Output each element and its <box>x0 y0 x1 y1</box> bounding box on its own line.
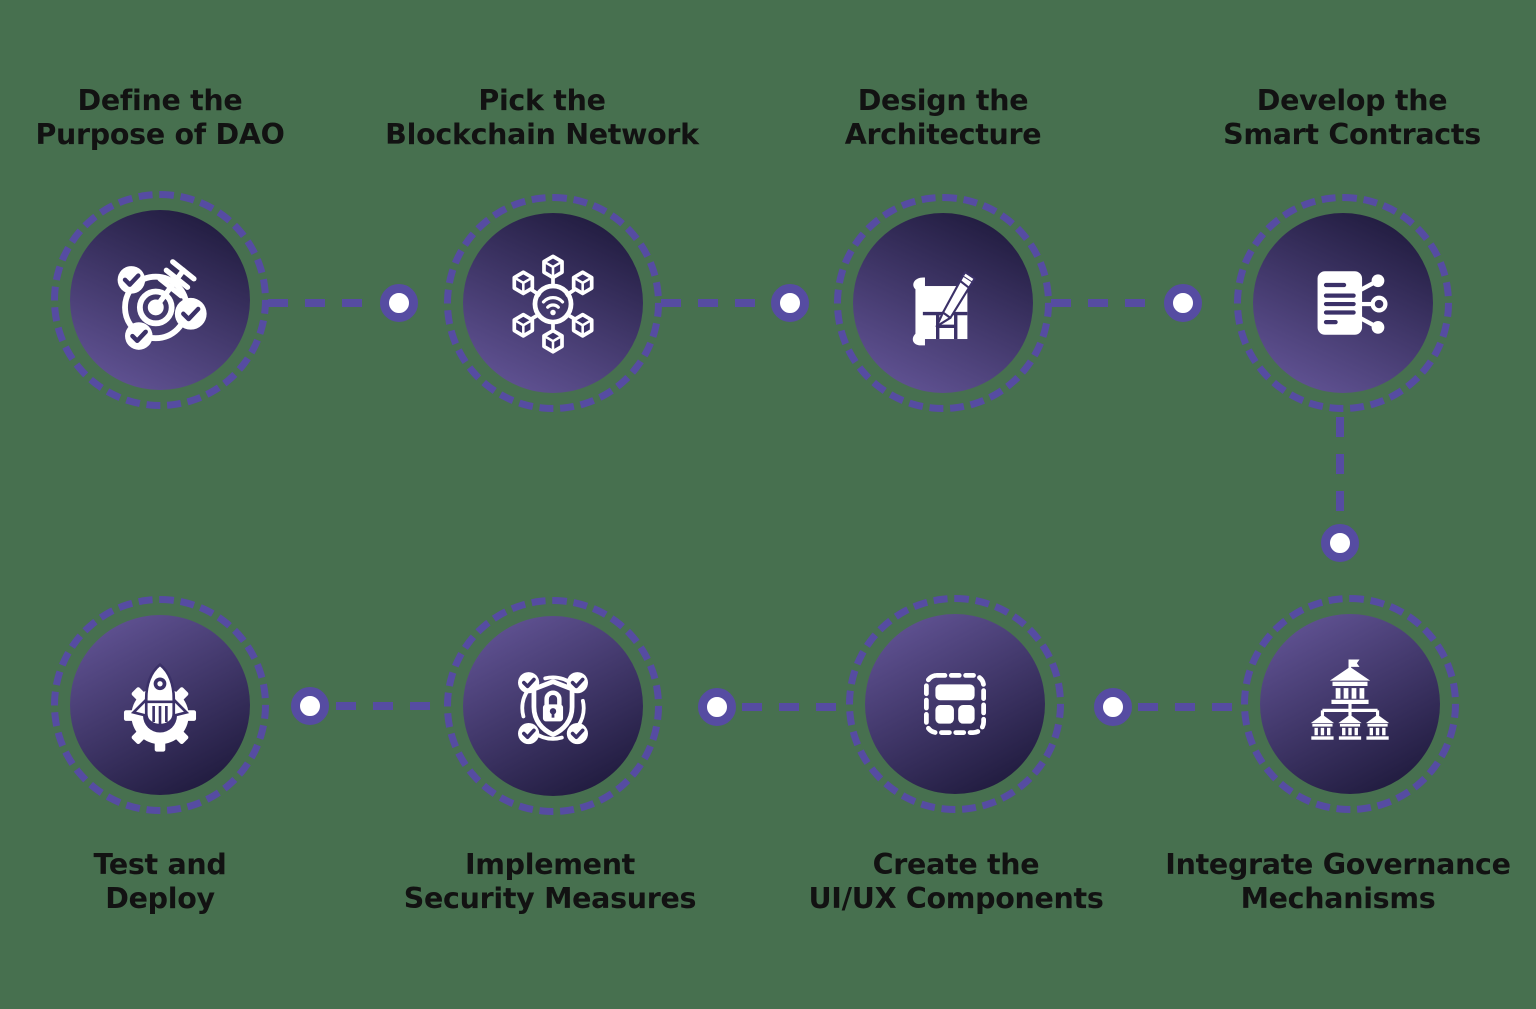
step-circle-pick-blockchain <box>444 194 662 412</box>
connector-dashes <box>1051 299 1158 307</box>
connector-dashes <box>336 702 443 710</box>
smart-contract-document-icon <box>1317 271 1388 335</box>
step-title-line: Pick the <box>478 84 606 117</box>
step-title-line: Purpose of DAO <box>35 117 285 151</box>
step-title-line: Create the <box>872 848 1040 881</box>
connector-dot <box>291 687 329 725</box>
step-title-develop-contracts: Develop the Smart Contracts <box>1192 84 1512 151</box>
connector-dashes-vertical <box>1336 417 1344 518</box>
step-title-line: Develop the <box>1256 84 1448 117</box>
step-title-line: Security Measures <box>403 881 697 915</box>
step-title-line: Implement <box>464 848 636 881</box>
step-circle-test-deploy <box>51 596 269 814</box>
step-circle-design-architecture <box>834 194 1052 412</box>
target-arrow-icon <box>117 259 207 350</box>
step-circle-develop-contracts <box>1234 194 1452 412</box>
step-title-line: Define the <box>77 84 243 117</box>
step-title-line: Smart Contracts <box>1223 117 1481 151</box>
step-circle-governance <box>1241 595 1459 813</box>
step-title-line: Mechanisms <box>1240 881 1436 915</box>
step-title-security-measures: Implement Security Measures <box>370 848 730 915</box>
connector-dot <box>698 688 736 726</box>
step-title-uiux-components: Create the UI/UX Components <box>776 848 1136 915</box>
step-circle-uiux-components <box>846 595 1064 813</box>
step-title-pick-blockchain: Pick the Blockchain Network <box>382 84 702 151</box>
connector-dot <box>1321 524 1359 562</box>
step-title-line: Deploy <box>105 881 215 915</box>
step-title-line: UI/UX Components <box>808 881 1104 915</box>
step-title-line: Blockchain Network <box>385 117 699 151</box>
security-shield-lock-icon <box>518 672 588 745</box>
connector-dot <box>1094 688 1132 726</box>
step-title-governance: Integrate Governance Mechanisms <box>1148 848 1528 915</box>
connector-dot <box>380 284 418 322</box>
connector-dashes <box>268 299 374 307</box>
connector-dot <box>1164 284 1202 322</box>
step-title-test-deploy: Test and Deploy <box>0 848 320 915</box>
step-title-line: Design the <box>857 84 1029 117</box>
rocket-gear-icon <box>123 663 197 752</box>
connector-dashes <box>1138 703 1241 711</box>
step-title-design-architecture: Design the Architecture <box>783 84 1103 151</box>
step-title-define-purpose: Define the Purpose of DAO <box>0 84 320 151</box>
uiux-layout-icon <box>923 672 987 736</box>
step-title-line: Architecture <box>844 117 1042 151</box>
connector-dot <box>771 284 809 322</box>
connector-dashes <box>742 703 845 711</box>
blueprint-pencil-icon <box>912 271 976 346</box>
step-circle-define-purpose <box>51 191 269 409</box>
step-circle-security-measures <box>444 597 662 815</box>
step-title-line: Integrate Governance <box>1165 848 1511 881</box>
connector-dashes <box>661 299 765 307</box>
governance-buildings-icon <box>1310 659 1390 740</box>
blockchain-network-icon <box>512 254 594 354</box>
step-title-line: Test and <box>93 848 227 881</box>
